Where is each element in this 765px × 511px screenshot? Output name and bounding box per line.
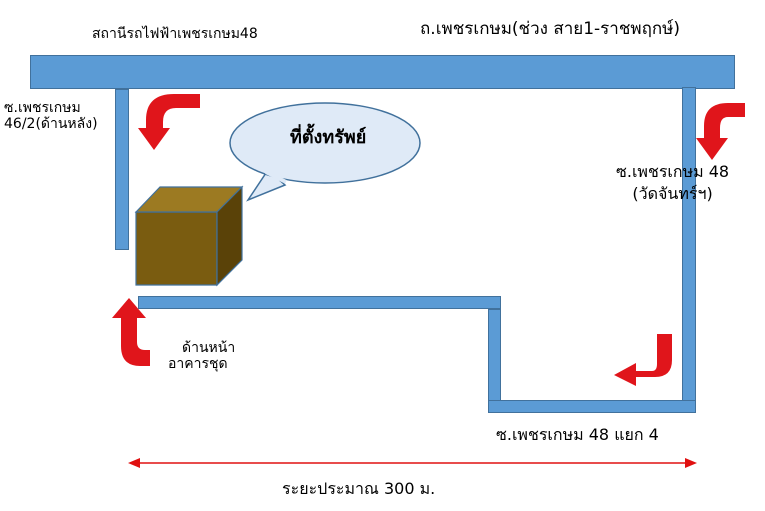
soi-46-2-label-line1: ซ.เพชรเกษม bbox=[4, 100, 81, 116]
front-building-label-line1: ด้านหน้า bbox=[182, 340, 236, 356]
front-building-label-line2: อาคารชุด bbox=[168, 356, 228, 373]
front-road-top bbox=[138, 296, 501, 309]
soi-46-2-road bbox=[115, 89, 129, 250]
soi-48-label-line1: ซ.เพชรเกษม 48 bbox=[616, 162, 730, 181]
turn-arrow-icon bbox=[614, 334, 672, 386]
front-building-label: ด้านหน้า อาคารชุด bbox=[168, 340, 235, 372]
turn-arrow-icon bbox=[696, 103, 745, 160]
soi-48-label: ซ.เพชรเกษม 48 (วัดจันทร์ฯ) bbox=[616, 162, 730, 204]
main-road-label: ถ.เพชรเกษม(ช่วง สาย1-ราชพฤกษ์) bbox=[420, 19, 680, 39]
soi-48-4-label: ซ.เพชรเกษม 48 แยก 4 bbox=[496, 425, 659, 444]
turn-arrow-icon bbox=[138, 94, 200, 150]
property-label: ที่ตั้งทรัพย์ bbox=[290, 127, 367, 148]
main-road-segment bbox=[30, 55, 735, 89]
distance-arrow bbox=[128, 458, 697, 468]
building-cube-icon bbox=[134, 185, 244, 287]
property-callout bbox=[229, 102, 421, 202]
soi-46-2-label: ซ.เพชรเกษม 46/2(ด้านหลัง) bbox=[4, 100, 98, 132]
turn-arrow-icon bbox=[112, 298, 150, 366]
soi-48-4-road bbox=[488, 400, 696, 413]
soi-48-label-line2: (วัดจันทร์ฯ) bbox=[632, 184, 713, 204]
station-label: สถานีรถไฟฟ้าเพชรเกษม48 bbox=[92, 26, 258, 42]
distance-label: ระยะประมาณ 300 ม. bbox=[282, 479, 436, 498]
soi-46-2-label-line2: 46/2(ด้านหลัง) bbox=[4, 116, 98, 133]
